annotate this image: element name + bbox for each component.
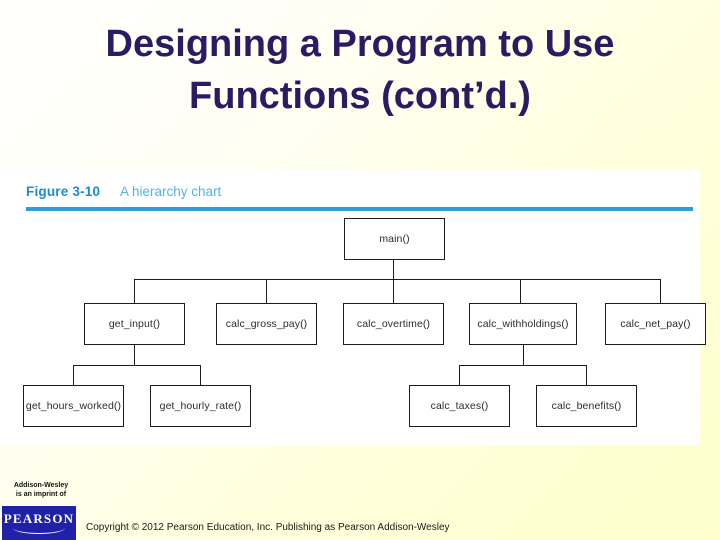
copyright-notice: Copyright © 2012 Pearson Education, Inc.…	[86, 522, 450, 533]
edge-main-stem	[393, 260, 395, 279]
edge-level1-bus	[134, 279, 660, 281]
chart-node-label: get_input()	[108, 318, 161, 330]
edge-drop-calc-overtime	[393, 279, 395, 303]
chart-node-label: calc_withholdings()	[477, 318, 569, 330]
chart-node-calc-withholdings: calc_withholdings()	[469, 303, 577, 345]
edge-drop-calc-withholdings	[520, 279, 522, 303]
imprint-line-1: Addison-Wesley	[13, 482, 69, 489]
edge-get-input-stem	[134, 345, 136, 365]
page-title-line-1: Designing a Program to Use	[105, 23, 615, 65]
chart-node-get-input: get_input()	[84, 303, 185, 345]
page-title-line-2: Functions (cont’d.)	[189, 75, 531, 117]
edge-calc-withholdings-stem	[523, 345, 525, 365]
chart-node-label: calc_net_pay()	[620, 318, 691, 330]
chart-node-label: calc_gross_pay()	[225, 318, 308, 330]
pearson-logo: PEARSON	[2, 506, 76, 540]
figure-panel: Figure 3-10 A hierarchy chart main() get…	[0, 170, 706, 445]
figure-rule-divider	[26, 207, 693, 211]
hierarchy-chart: main() get_input() calc_gross_pay() calc…	[0, 170, 706, 445]
edge-drop-calc-benefits	[586, 365, 588, 385]
figure-number: Figure 3-10	[26, 184, 101, 199]
chart-node-calc-overtime: calc_overtime()	[343, 303, 444, 345]
chart-node-main: main()	[344, 218, 445, 260]
chart-node-label: calc_overtime()	[356, 318, 431, 330]
figure-caption-text: A hierarchy chart	[120, 184, 222, 199]
edge-drop-calc-taxes	[459, 365, 461, 385]
chart-node-get-hours-worked: get_hours_worked()	[23, 385, 124, 427]
edge-drop-calc-net-pay	[660, 279, 662, 303]
edge-drop-get-hourly-rate	[200, 365, 202, 385]
imprint-note: Addison-Wesley is an imprint of	[6, 482, 76, 499]
figure-caption: Figure 3-10 A hierarchy chart	[26, 184, 221, 199]
edge-get-input-bus	[73, 365, 201, 367]
chart-node-calc-gross-pay: calc_gross_pay()	[216, 303, 317, 345]
chart-node-calc-taxes: calc_taxes()	[409, 385, 510, 427]
chart-node-calc-net-pay: calc_net_pay()	[605, 303, 706, 345]
edge-drop-get-input	[134, 279, 136, 303]
imprint-line-2: is an imprint of	[15, 490, 67, 498]
chart-node-label: main()	[379, 233, 410, 245]
chart-node-label: get_hourly_rate()	[159, 400, 242, 412]
chart-node-label: calc_taxes()	[430, 400, 489, 412]
chart-node-label: get_hours_worked()	[25, 400, 122, 412]
edge-drop-get-hours-worked	[73, 365, 75, 385]
chart-node-get-hourly-rate: get_hourly_rate()	[150, 385, 251, 427]
edge-drop-calc-gross-pay	[266, 279, 268, 303]
chart-node-calc-benefits: calc_benefits()	[536, 385, 637, 427]
pearson-swoosh-icon	[13, 528, 65, 534]
edge-calc-withholdings-bus	[459, 365, 587, 367]
page-title: Designing a Program to Use Functions (co…	[36, 18, 684, 122]
pearson-logo-text: PEARSON	[3, 511, 75, 526]
chart-node-label: calc_benefits()	[551, 400, 622, 412]
